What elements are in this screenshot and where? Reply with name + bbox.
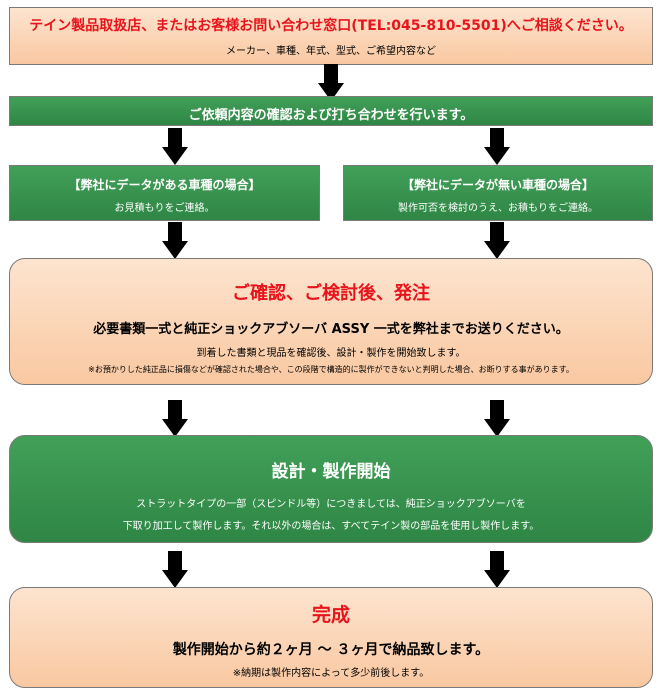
down-arrow-icon (162, 551, 188, 588)
step5-box: 設計・製作開始 ストラットタイプの一部（スピンドル等）につきましては、純正ショッ… (9, 435, 653, 543)
step1-note: メーカー、車種、年式、型式、ご希望内容など (226, 46, 436, 57)
step3-right-note: 製作可否を検討のうえ、お積もりをご連絡。 (398, 203, 598, 214)
step1-box: テイン製品取扱店、またはお客様お問い合わせ窓口(TEL:045-810-5501… (9, 7, 653, 65)
step5-line1: ストラットタイプの一部（スピンドル等）につきましては、純正ショックアブソーバを (136, 499, 526, 510)
down-arrow-icon (484, 551, 510, 588)
down-arrow-icon (484, 222, 510, 259)
step2-title: ご依頼内容の確認および打ち合わせを行います。 (188, 108, 474, 123)
step4-note2: ※お預かりした純正品に損傷などが確認された場合や、この段階で構造的に製作ができな… (88, 365, 574, 374)
step4-main: 必要書類一式と純正ショックアブソーバ ASSY 一式を弊社までお送りください。 (93, 322, 569, 337)
step4-box: ご確認、ご検討後、発注 必要書類一式と純正ショックアブソーバ ASSY 一式を弊… (9, 258, 653, 385)
step4-note1: 到着した書類と現品を確認後、設計・製作を開始致します。 (196, 348, 466, 359)
step5-line2: 下取り加工して製作します。それ以外の場合は、すべてテイン製の部品を使用し製作しま… (122, 521, 540, 532)
step3-right-title: 【弊社にデータが無い車種の場合】 (401, 178, 594, 192)
step6-note: ※納期は製作内容によって多少前後します。 (232, 668, 430, 679)
step6-box: 完成 製作開始から約２ヶ月 ～ ３ヶ月で納品致します。 ※納期は製作内容によって… (9, 587, 653, 688)
step6-main: 製作開始から約２ヶ月 ～ ３ヶ月で納品致します。 (172, 642, 490, 658)
step3-left-title: 【弊社にデータがある車種の場合】 (68, 178, 261, 192)
step1-title: テイン製品取扱店、またはお客様お問い合わせ窓口(TEL:045-810-5501… (29, 18, 633, 34)
step2-box: ご依頼内容の確認および打ち合わせを行います。 (9, 96, 653, 126)
down-arrow-icon (484, 400, 510, 437)
step4-title: ご確認、ご検討後、発注 (232, 283, 430, 304)
down-arrow-icon (162, 128, 188, 165)
step3-left-note: お見積もりをご連絡。 (114, 203, 215, 214)
step3-right-box: 【弊社にデータが無い車種の場合】 製作可否を検討のうえ、お積もりをご連絡。 (343, 165, 653, 221)
down-arrow-icon (162, 222, 188, 259)
step5-title: 設計・製作開始 (271, 462, 391, 482)
down-arrow-icon (162, 400, 188, 437)
step6-title: 完成 (311, 604, 350, 626)
down-arrow-icon (484, 128, 510, 165)
step3-left-box: 【弊社にデータがある車種の場合】 お見積もりをご連絡。 (9, 165, 320, 221)
